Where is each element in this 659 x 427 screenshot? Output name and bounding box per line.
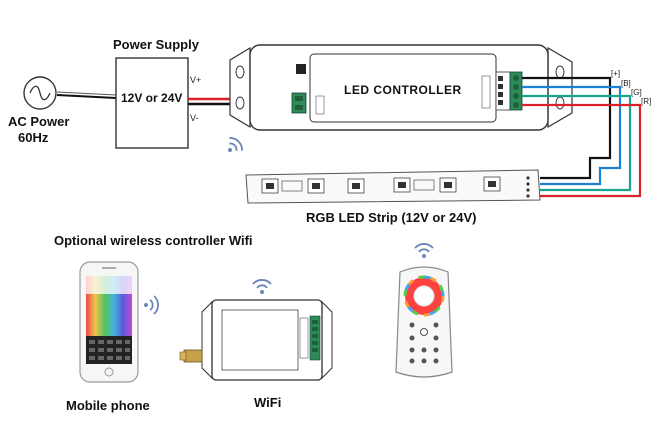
- tag-plus: [+]: [611, 69, 620, 78]
- rgb-wires: [522, 76, 642, 198]
- ac-wire-1: [56, 94, 117, 99]
- power-supply: Power Supply 12V or 24V V+ V-: [113, 37, 201, 149]
- power-supply-box: [115, 57, 189, 149]
- controller-title: LED CONTROLLER: [344, 83, 462, 97]
- controller-button: [296, 64, 306, 74]
- wire-plus: [522, 76, 612, 180]
- v-plus-label: V+: [190, 75, 201, 85]
- rgb-output-terminal: [509, 71, 523, 111]
- wire-green: [522, 94, 632, 192]
- optional-wireless-title: Optional wireless controller Wifi: [54, 233, 253, 248]
- ac-power-source: AC Power 60Hz: [8, 76, 69, 145]
- ac-frequency-label: 60Hz: [18, 130, 49, 145]
- tag-red: [R]: [641, 97, 651, 106]
- wifi-signal-icon: [252, 279, 272, 294]
- rgb-led-strip: [245, 169, 541, 204]
- ac-wire-2: [56, 91, 117, 96]
- tag-green: [G]: [631, 88, 642, 97]
- wifi-label: WiFi: [254, 395, 281, 410]
- wire-blue: [522, 85, 622, 186]
- mobile-phone-label: Mobile phone: [66, 398, 150, 413]
- wifi-signal-icon: [414, 243, 434, 258]
- wifi-signal-icon: [228, 137, 243, 152]
- mobile-phone: [79, 261, 139, 383]
- wire-red: [522, 103, 642, 198]
- tag-blue: [B]: [621, 79, 631, 88]
- ac-power-label: AC Power: [8, 114, 69, 129]
- led-controller: LED CONTROLLER: [229, 44, 573, 131]
- v-minus-label: V-: [190, 113, 199, 123]
- power-supply-title: Power Supply: [113, 37, 200, 52]
- voltage-label: 12V or 24V: [121, 91, 182, 105]
- strip-caption: RGB LED Strip (12V or 24V): [306, 210, 476, 225]
- rf-remote: [395, 266, 453, 378]
- wifi-signal-icon: [144, 295, 159, 315]
- wifi-controller: [179, 299, 333, 381]
